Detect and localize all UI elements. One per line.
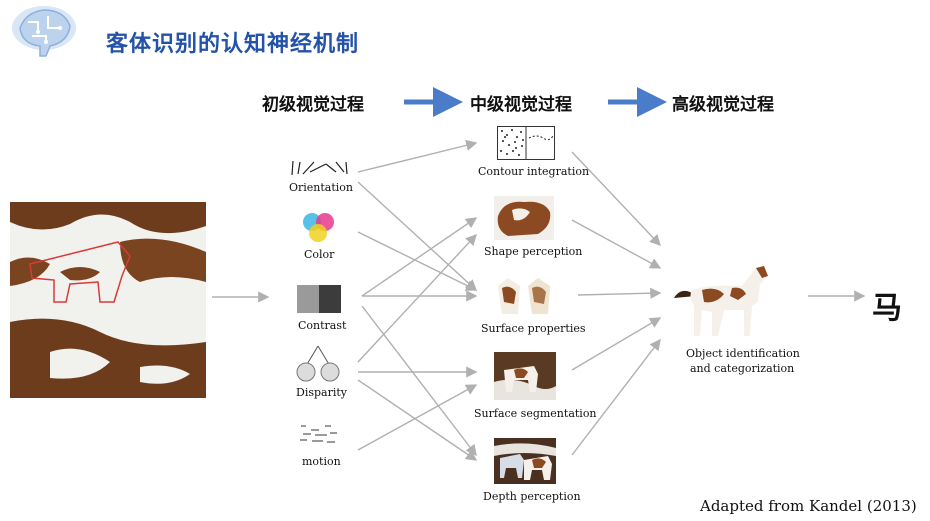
stage-intermediate: 中级视觉过程 xyxy=(470,95,572,115)
surface-properties-label: Surface properties xyxy=(481,322,586,335)
feature-color-label: Color xyxy=(304,248,335,261)
contour-integration-image xyxy=(497,126,555,160)
contour-integration-label: Contour integration xyxy=(478,165,590,178)
shape-perception-image xyxy=(494,196,554,240)
depth-perception-image xyxy=(494,438,556,484)
stage-high: 高级视觉过程 xyxy=(672,95,774,115)
result-character: 马 xyxy=(872,291,902,326)
contrast-icon xyxy=(297,285,341,313)
feature-orientation-label: Orientation xyxy=(289,181,354,194)
disparity-icon xyxy=(296,345,340,382)
motion-icon xyxy=(300,425,337,443)
surface-segmentation-label: Surface segmentation xyxy=(474,407,597,420)
stage-primary: 初级视觉过程 xyxy=(262,95,364,115)
feature-disparity-label: Disparity xyxy=(296,386,347,399)
object-identification-label: Object identification xyxy=(686,347,800,360)
horse-object-image xyxy=(674,266,768,336)
citation: Adapted from Kandel (2013) xyxy=(700,497,917,515)
shape-perception-label: Shape perception xyxy=(484,245,583,258)
surface-properties-image xyxy=(494,274,554,318)
horse-camouflage-scene xyxy=(10,202,206,398)
brain-logo-icon xyxy=(12,6,76,57)
surface-segmentation-image xyxy=(494,352,556,400)
feature-motion-label: motion xyxy=(302,455,341,468)
depth-perception-label: Depth perception xyxy=(483,490,581,503)
feature-contrast-label: Contrast xyxy=(298,319,347,332)
page-title: 客体识别的认知神经机制 xyxy=(106,32,360,57)
color-icon xyxy=(303,213,334,242)
object-categorization-label: and categorization xyxy=(690,362,795,375)
orientation-icon xyxy=(291,160,348,176)
